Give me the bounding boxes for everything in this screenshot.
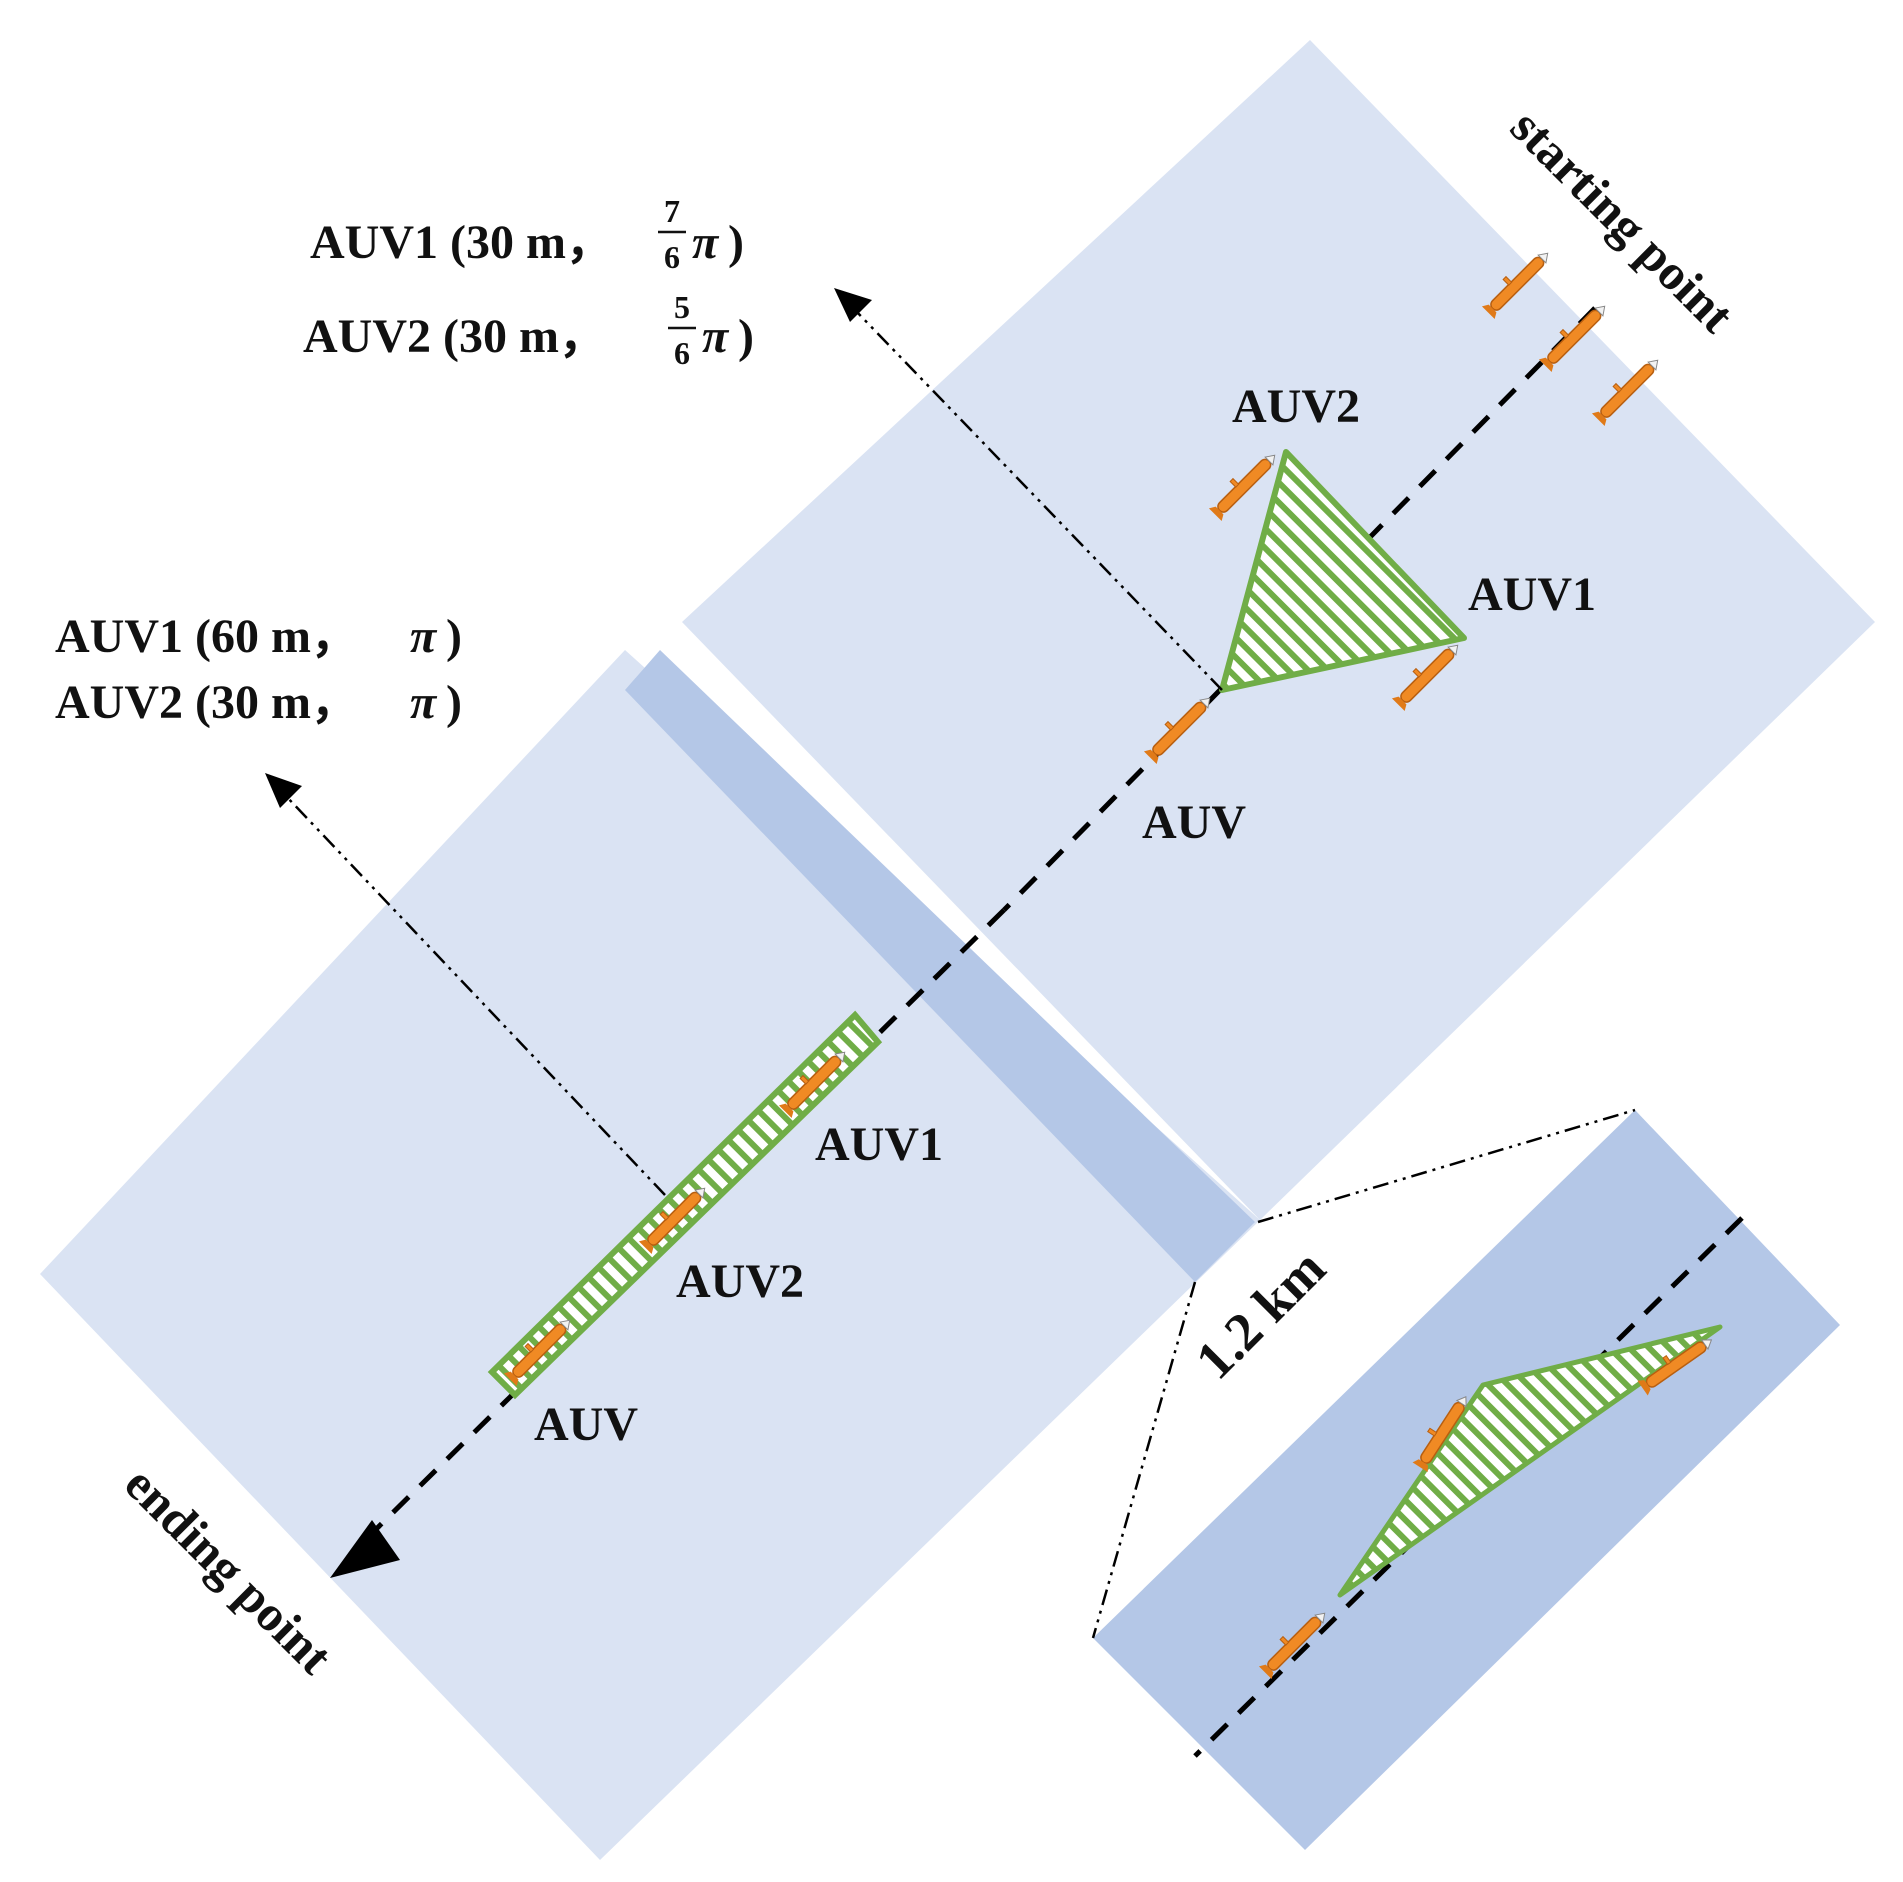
upper-auv2-frac-num: 5 — [674, 289, 690, 325]
upper-auv1-params: AUV1 (30 m， — [310, 216, 614, 269]
lower-auv2-pi: π — [410, 676, 438, 729]
lower-annotation-leader — [284, 794, 666, 1196]
upper-auv2-params: AUV2 (30 m， — [303, 310, 607, 363]
upper-annotation: AUV1 (30 m， 7 6 π ) AUV2 (30 m， 5 6 π ) — [303, 193, 754, 371]
inset-formation — [1337, 1324, 1723, 1598]
lower-auv2-label: AUV2 — [676, 1255, 804, 1308]
lower-annotation-arrowhead — [265, 773, 302, 808]
lower-auv1-label: AUV1 — [815, 1118, 943, 1171]
lower-auv2-close: ) — [446, 676, 462, 729]
upper-auv1-pi: π — [692, 216, 720, 269]
upper-auv-label: AUV — [1142, 796, 1246, 849]
lower-auv-label: AUV — [534, 1398, 638, 1451]
upper-annotation-leader — [854, 309, 1223, 691]
upper-auv1-frac-den: 6 — [664, 239, 680, 275]
upper-formation — [1219, 449, 1467, 693]
lower-auv1-close: ) — [446, 610, 462, 663]
lower-auv2-params: AUV2 (30 m， — [55, 676, 359, 729]
upper-auv1-frac-num: 7 — [664, 193, 680, 229]
zoom-line-top — [1257, 1108, 1636, 1224]
lower-annotation: AUV1 (60 m， π ) AUV2 (30 m， π ) — [55, 610, 462, 729]
ending-arrowhead — [330, 1520, 400, 1578]
upper-auv1-close: ) — [728, 216, 744, 269]
upper-auv2-frac-den: 6 — [674, 335, 690, 371]
lower-auv1-pi: π — [410, 610, 438, 663]
upper-auv2-label: AUV2 — [1232, 380, 1360, 433]
upper-annotation-arrowhead — [834, 288, 872, 322]
upper-auv1-label: AUV1 — [1468, 568, 1596, 621]
lower-auv1-params: AUV1 (60 m， — [55, 610, 359, 663]
upper-auv2-close: ) — [738, 310, 754, 363]
transition-band — [625, 650, 1255, 1282]
upper-auv2-pi: π — [702, 310, 730, 363]
